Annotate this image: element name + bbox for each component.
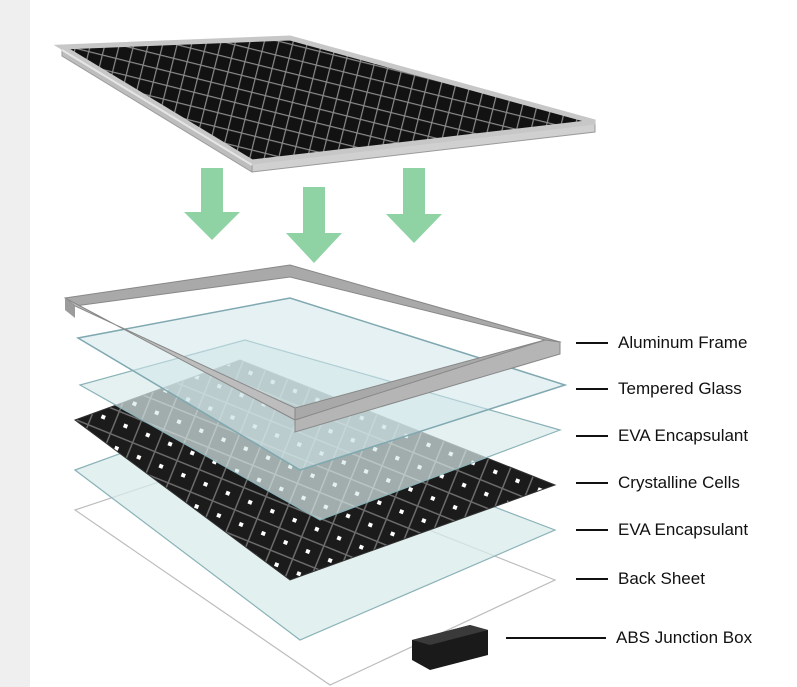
label-text: ABS Junction Box (616, 628, 753, 647)
label-text: Tempered Glass (618, 379, 742, 398)
label-crystalline-cells: Crystalline Cells (576, 473, 740, 493)
label-aluminum-frame: Aluminum Frame (576, 333, 747, 353)
leader-line (576, 342, 608, 344)
left-margin-strip (0, 0, 30, 687)
label-eva-encapsulant-lower: EVA Encapsulant (576, 520, 748, 540)
tempered-glass (75, 297, 568, 471)
aluminum-frame (63, 264, 562, 433)
label-text: EVA Encapsulant (618, 426, 749, 445)
label-eva-encapsulant-upper: EVA Encapsulant (576, 426, 748, 446)
leader-line (576, 482, 608, 484)
label-back-sheet: Back Sheet (576, 569, 705, 589)
panel-frame-highlight (61, 49, 253, 166)
assembled-solar-panel (53, 35, 596, 173)
label-abs-junction-box: ABS Junction Box (506, 628, 752, 648)
leader-line (576, 529, 608, 531)
label-text: Aluminum Frame (618, 333, 748, 352)
leader-line (576, 578, 608, 580)
label-text: EVA Encapsulant (618, 520, 749, 539)
leader-line (576, 435, 608, 437)
junction-box (412, 625, 488, 670)
arrow-center (286, 187, 342, 263)
label-text: Crystalline Cells (618, 473, 740, 492)
leader-line (506, 637, 606, 639)
leader-line (576, 388, 608, 390)
label-text: Back Sheet (618, 569, 705, 588)
label-tempered-glass: Tempered Glass (576, 379, 742, 399)
panel-cell-surface (53, 35, 596, 165)
arrow-right (386, 168, 442, 243)
arrow-left (184, 168, 240, 240)
